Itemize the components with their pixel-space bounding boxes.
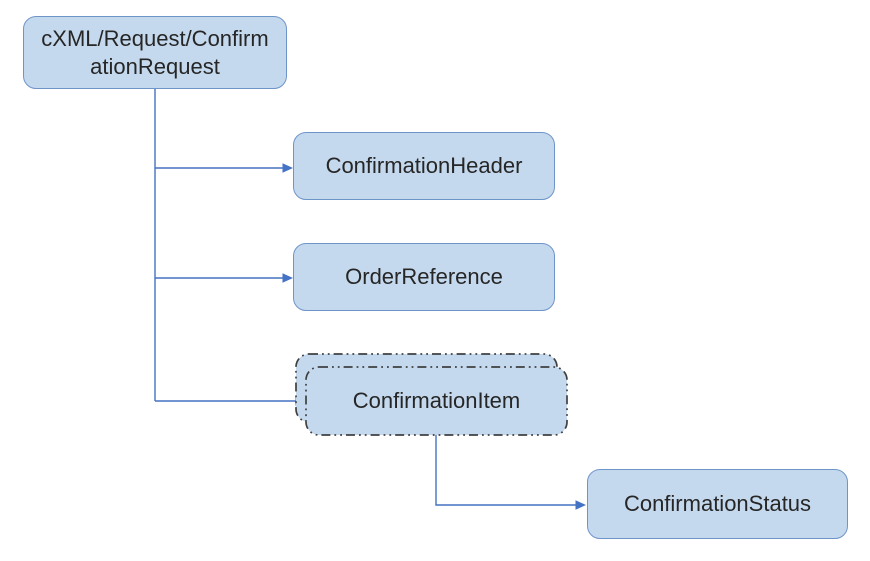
- arrowhead-order-reference-icon: [282, 273, 293, 283]
- node-order-reference: OrderReference: [293, 243, 555, 311]
- node-confirmation-header-label: ConfirmationHeader: [325, 153, 523, 178]
- node-confirmation-status-label: ConfirmationStatus: [623, 491, 812, 516]
- node-confirmation-status: ConfirmationStatus: [587, 469, 848, 539]
- node-confirmation-header: ConfirmationHeader: [293, 132, 555, 200]
- node-confirmation-item: ConfirmationItem: [306, 367, 567, 435]
- node-confirmation-item-label: ConfirmationItem: [352, 388, 521, 413]
- node-root-label-line2: ationRequest: [90, 53, 220, 79]
- connector-to-confirmation-status: [435, 435, 576, 506]
- arrowhead-confirmation-status-icon: [575, 500, 586, 510]
- arrowhead-confirmation-header-icon: [282, 163, 293, 173]
- node-order-reference-label: OrderReference: [345, 264, 503, 289]
- node-confirmation-item-front-box: [305, 366, 568, 436]
- node-root-label-line1: cXML/Request/Confirm: [41, 25, 269, 51]
